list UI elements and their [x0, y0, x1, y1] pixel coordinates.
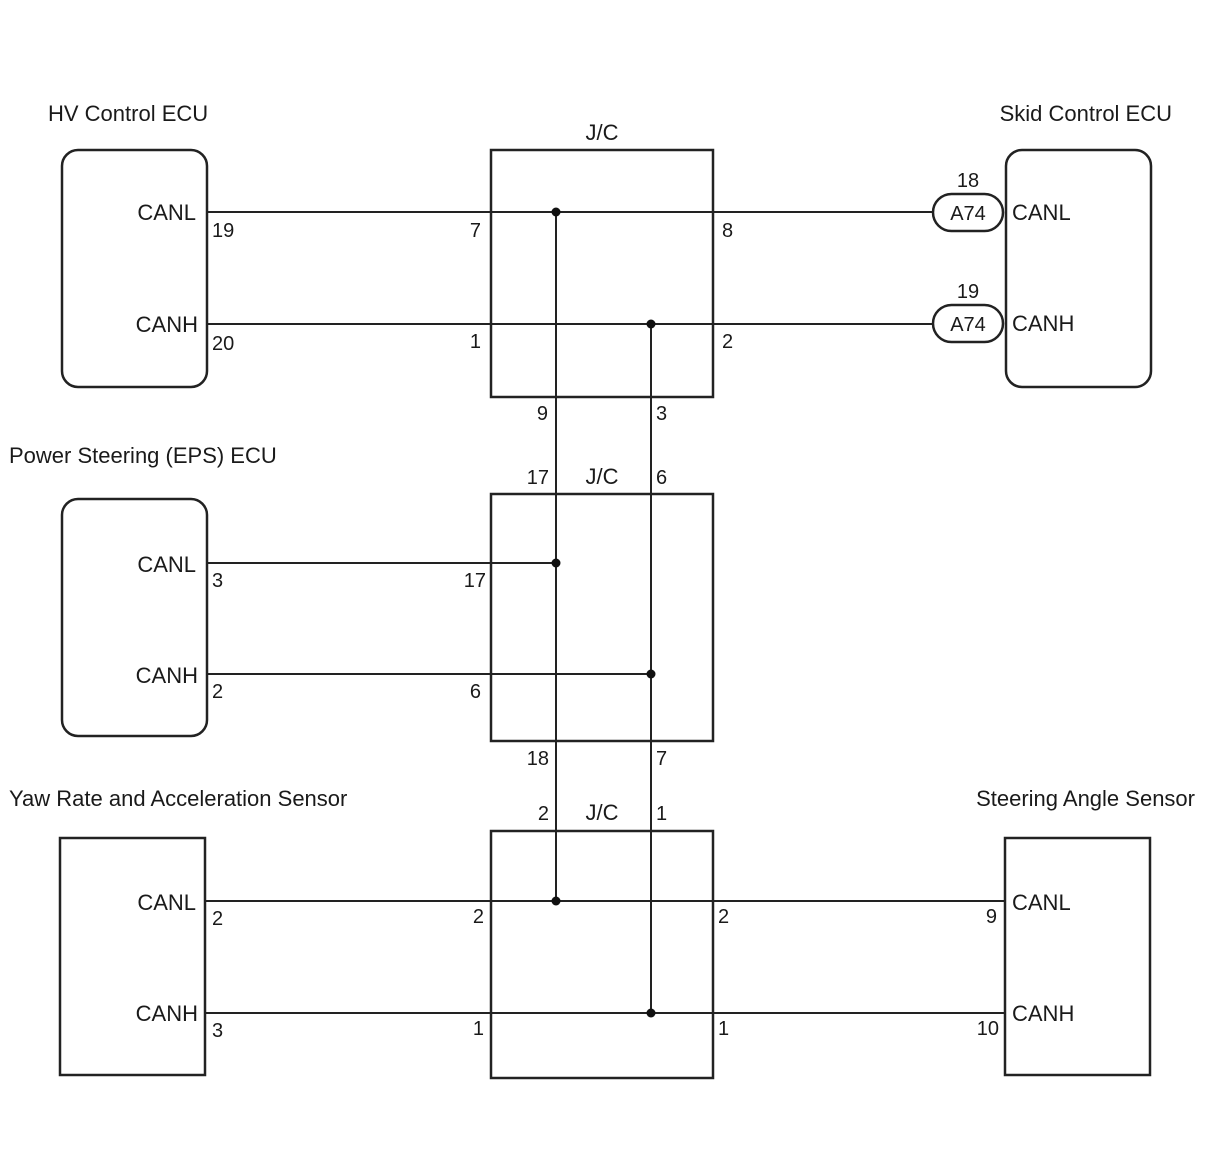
pin-number: 1: [656, 803, 667, 825]
steer-canl-label: CANL: [1012, 890, 1071, 915]
pin-number: 3: [656, 403, 667, 425]
splice-dot: [646, 669, 656, 679]
pin-number: 20: [212, 333, 234, 355]
eps-ecu-title: Power Steering (EPS) ECU: [9, 443, 277, 468]
pin-number: 6: [470, 681, 481, 703]
splice-dot: [551, 207, 561, 217]
pin-number: 2: [212, 681, 223, 703]
pin-number: 2: [212, 908, 223, 930]
jc3-box: [489, 829, 715, 1080]
pin-number: 17: [527, 467, 549, 489]
connector-oval-canh: [931, 303, 1005, 344]
pin-number: 18: [957, 170, 979, 192]
eps-ecu-box: [60, 497, 209, 738]
pin-number: 9: [537, 403, 548, 425]
pin-number: 19: [212, 220, 234, 242]
pin-number: 1: [718, 1018, 729, 1040]
eps-canl-label: CANL: [137, 552, 196, 577]
pin-number: 10: [977, 1018, 999, 1040]
pin-number: 2: [718, 906, 729, 928]
splice-dot: [646, 319, 656, 329]
eps-canh-label: CANH: [136, 663, 198, 688]
steer-sensor-title: Steering Angle Sensor: [976, 786, 1195, 811]
splice-dot: [646, 1008, 656, 1018]
splice-dot: [551, 896, 561, 906]
steer-canh-label: CANH: [1012, 1001, 1074, 1026]
pin-number: 19: [957, 281, 979, 303]
yaw-sensor-box: [58, 836, 207, 1077]
pin-number: 8: [722, 220, 733, 242]
pin-number: 9: [986, 906, 997, 928]
skid-ecu-box: [1004, 148, 1153, 389]
pin-number: 6: [656, 467, 667, 489]
skid-ecu-title: Skid Control ECU: [1000, 101, 1172, 126]
hv-ecu-box: [60, 148, 209, 389]
steer-sensor-box: [1003, 836, 1152, 1077]
splice-dot: [551, 558, 561, 568]
jc2-box: [489, 492, 715, 743]
pin-number: 7: [656, 748, 667, 770]
jc3-label: J/C: [586, 800, 619, 825]
hv-ecu-title: HV Control ECU: [48, 101, 208, 126]
pin-number: 3: [212, 570, 223, 592]
connector-oval-canl: [931, 192, 1005, 233]
pin-number: 1: [470, 331, 481, 353]
jc1-box: [489, 148, 715, 399]
pin-number: 2: [473, 906, 484, 928]
hv-canl-label: CANL: [137, 200, 196, 225]
pin-number: 18: [527, 748, 549, 770]
skid-canh-label: CANH: [1012, 311, 1074, 336]
pin-number: 1: [473, 1018, 484, 1040]
pin-number: 7: [470, 220, 481, 242]
connector-a74-canh: A74: [950, 314, 986, 336]
yaw-sensor-title: Yaw Rate and Acceleration Sensor: [9, 786, 347, 811]
hv-canh-label: CANH: [136, 312, 198, 337]
yaw-canh-label: CANH: [136, 1001, 198, 1026]
skid-canl-label: CANL: [1012, 200, 1071, 225]
connector-a74-canl: A74: [950, 203, 986, 225]
jc2-label: J/C: [586, 464, 619, 489]
pin-number: 17: [464, 570, 486, 592]
pin-number: 3: [212, 1020, 223, 1042]
pin-number: 2: [722, 331, 733, 353]
pin-number: 2: [538, 803, 549, 825]
jc1-label: J/C: [586, 120, 619, 145]
yaw-canl-label: CANL: [137, 890, 196, 915]
